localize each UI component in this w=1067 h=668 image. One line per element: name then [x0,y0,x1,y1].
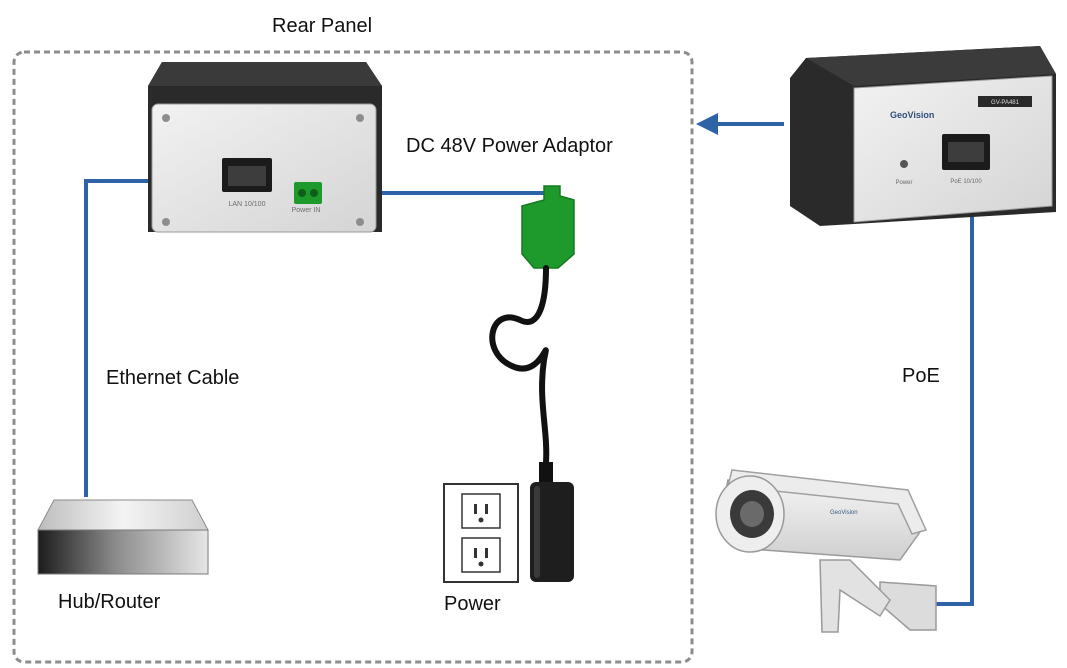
strain-relief [539,462,553,482]
label-power: Power [444,593,501,615]
power-in-connector [294,182,322,204]
screw-icon [356,114,364,122]
adaptor-brick [530,482,574,582]
adaptor-cable [489,265,550,465]
ethernet-port-icon [222,158,272,192]
power-led-icon [900,160,908,168]
label-power-adaptor: DC 48V Power Adaptor [406,135,613,157]
poe-cable [936,208,974,606]
hub-router [37,499,209,575]
rear-unit: LAN 10/100 Power IN [148,62,382,233]
arrow-left-icon [696,113,718,135]
label-ethernet-cable: Ethernet Cable [106,367,239,389]
poe-port-label: PoE 10/100 [950,179,982,185]
power-led-label: Power [895,180,912,186]
power-adaptor [489,185,575,582]
power-in-label: Power IN [292,207,321,214]
label-poe: PoE [902,365,940,387]
ip-camera: GeoVision [715,469,937,633]
screw-icon [356,218,364,226]
power-outlet-icon [443,483,519,583]
camera-brand: GeoVision [830,510,858,516]
front-unit: GeoVision GV-PA481 Power PoE 10/100 [790,46,1056,226]
dc-plug-icon [521,185,575,269]
model-label: GV-PA481 [991,100,1020,106]
brand-logo: GeoVision [890,110,934,120]
label-hub-router: Hub/Router [58,591,161,613]
lan-port-label: LAN 10/100 [229,201,266,208]
screw-icon [162,218,170,226]
label-rear-panel: Rear Panel [272,15,372,37]
ethernet-port-icon [942,134,990,170]
screw-icon [162,114,170,122]
